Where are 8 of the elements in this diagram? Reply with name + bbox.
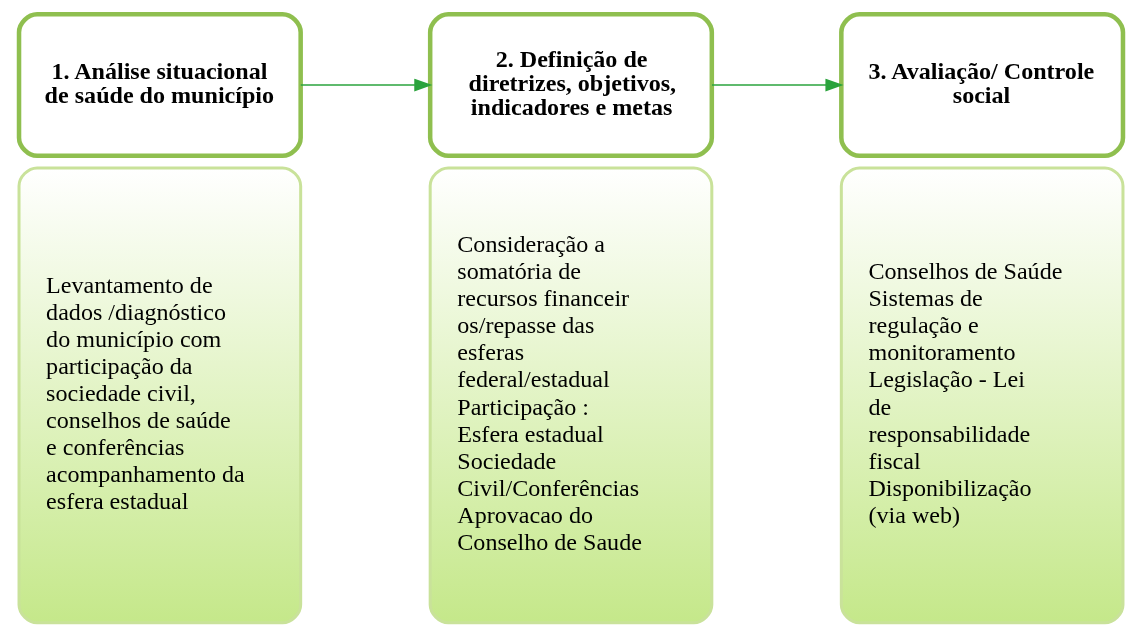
node-box: 2. Definição de diretrizes, objetivos, indicadores e metas xyxy=(427,12,715,159)
node-box: 3. Avaliação/ Controle social xyxy=(839,12,1126,159)
node-box: Levantamento de dados /diagnóstico do município com participação da sociedade civil, conselhos de saúde e conferências acompanhamento da esfera estadual xyxy=(17,166,303,625)
node-box: Conselhos de Saúde Sistemas de regulação e monitoramento Legislação - Lei de responsabilidade fiscal Disponibilização (via web) xyxy=(839,166,1125,625)
arrow xyxy=(300,78,433,92)
node-box: 1. Análise situacional de saúde do município xyxy=(16,12,303,159)
arrow xyxy=(711,78,844,92)
node-box: Consideração a somatória de recursos financeiros/repasse das esferas federal/estadual Participação : Esfera estadual Sociedade Civil/Conferências Aprovacao do Conselho de Saude xyxy=(428,166,714,625)
